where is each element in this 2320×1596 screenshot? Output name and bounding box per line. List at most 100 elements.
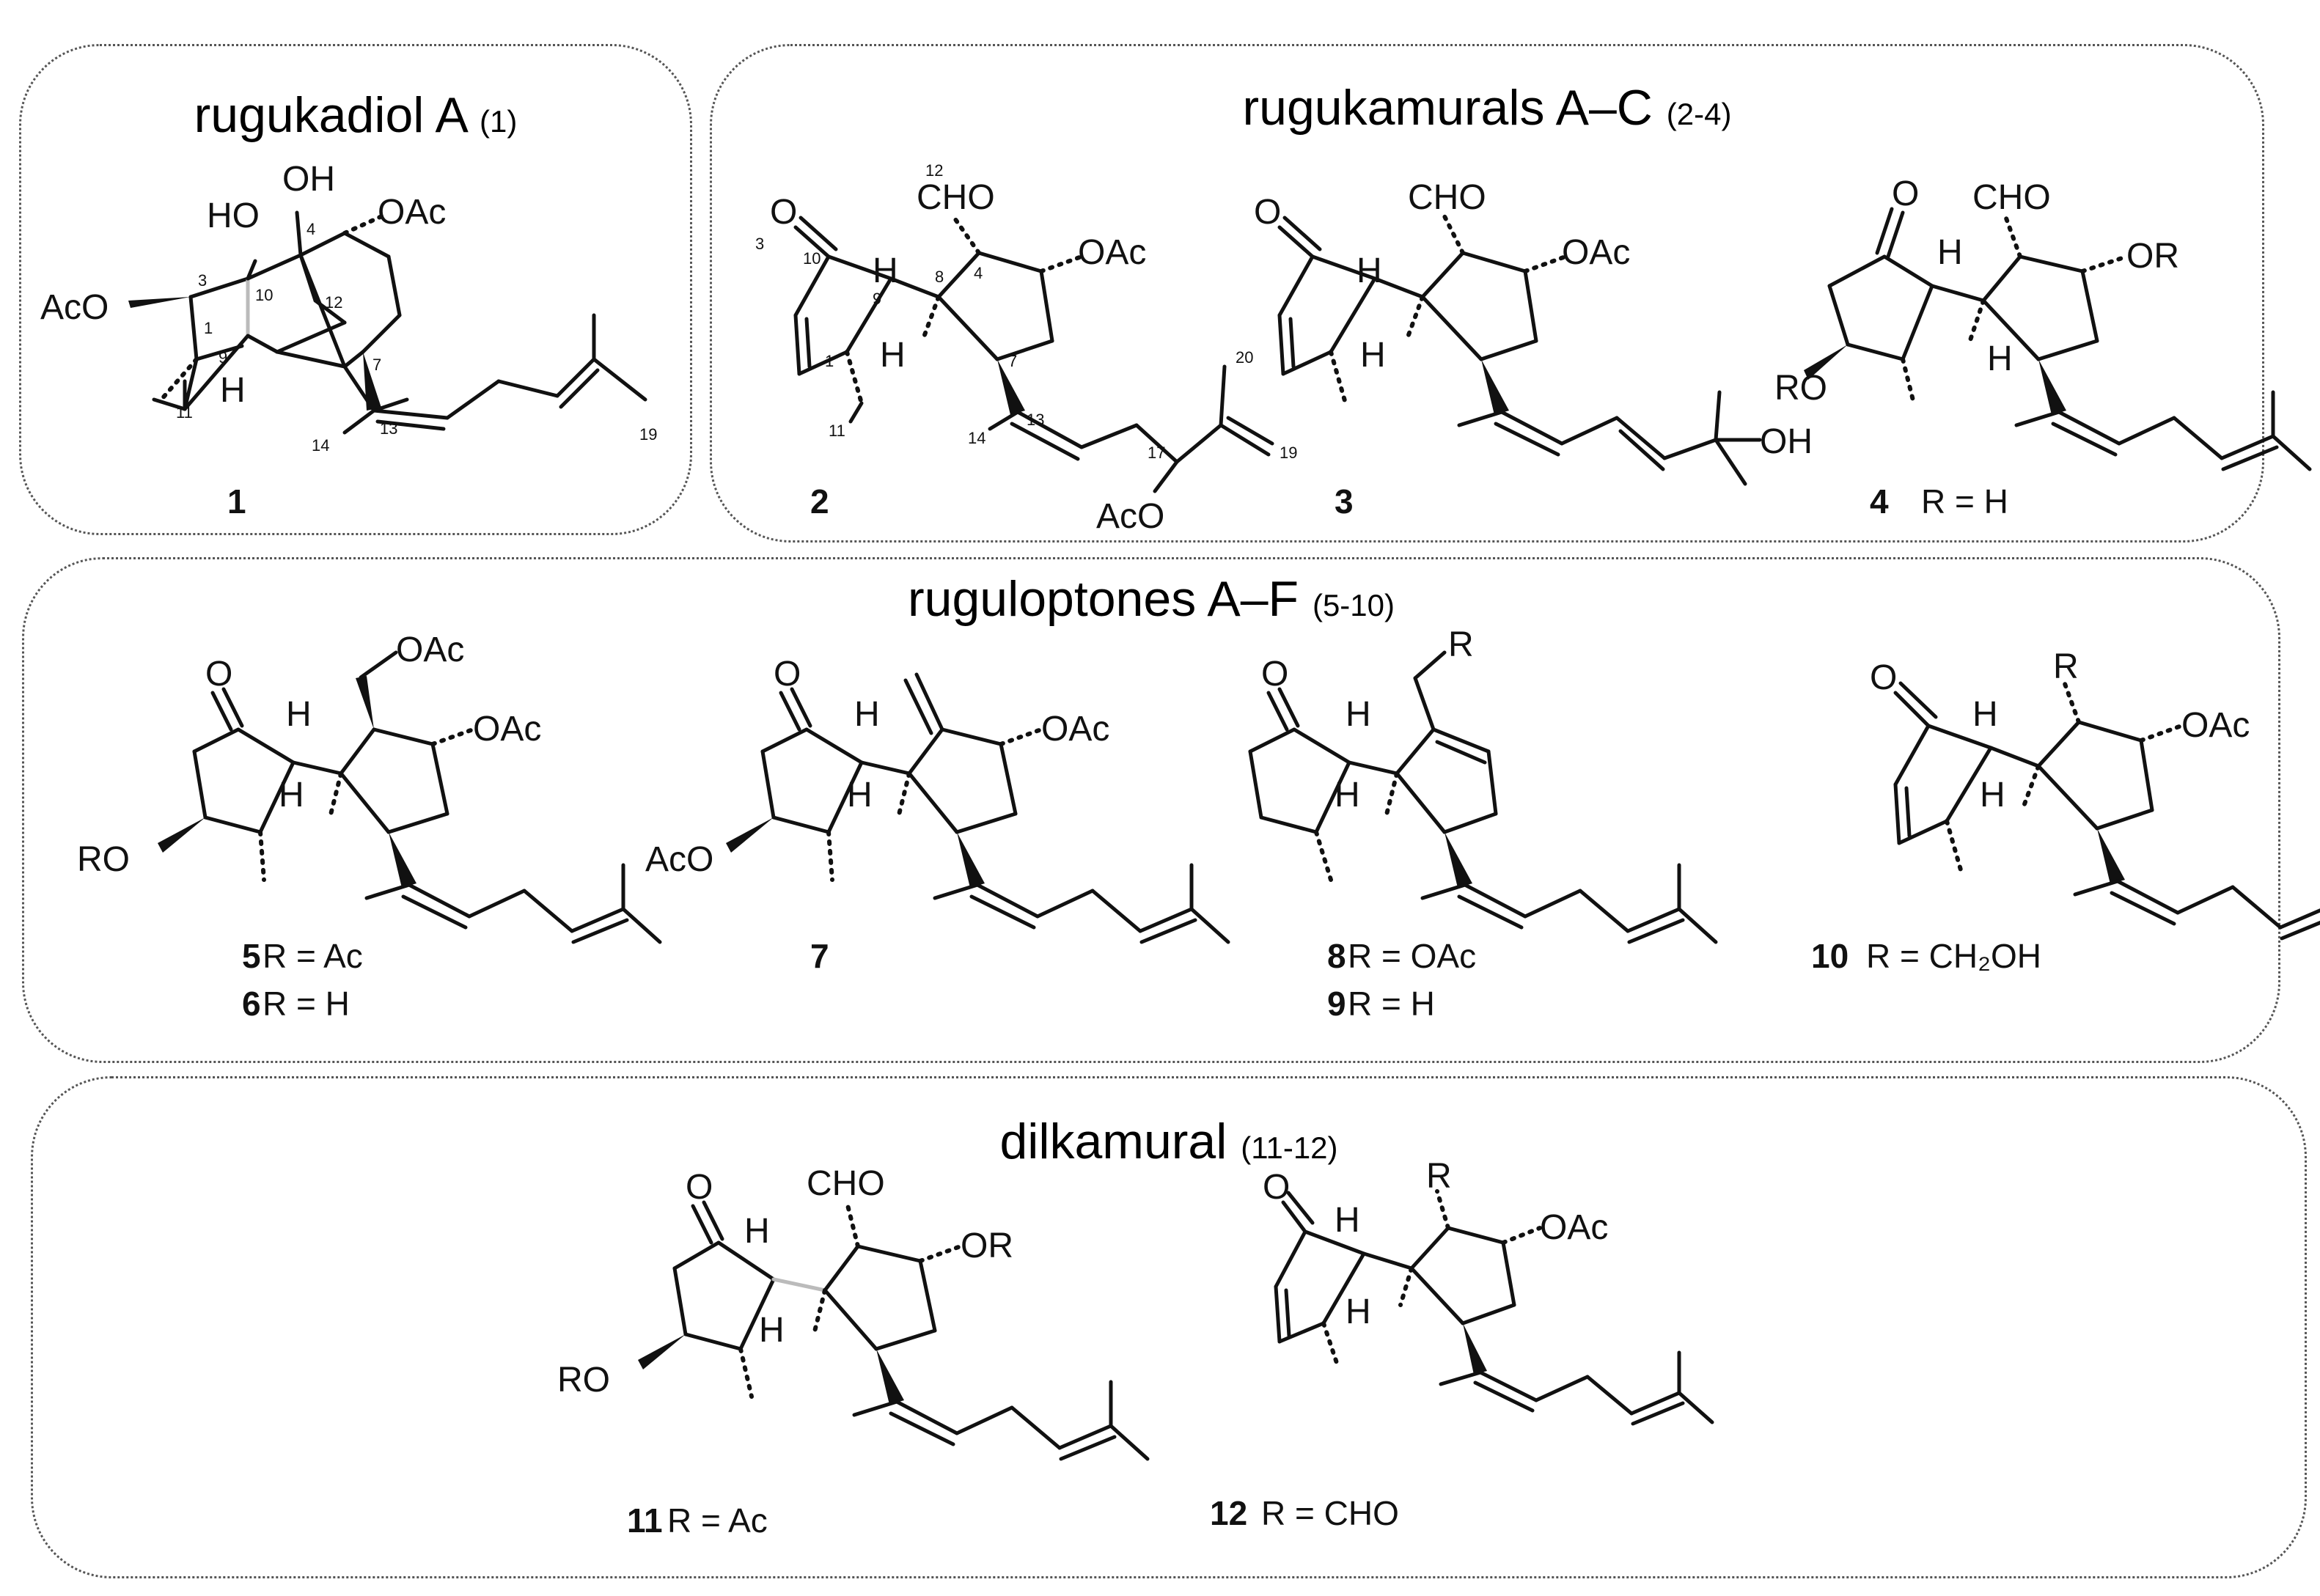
- compound-substituent: R = OAc: [1348, 937, 1476, 975]
- acetoxy-label: OAc: [396, 630, 464, 669]
- oxygen-label: O: [1263, 1168, 1290, 1207]
- atom-number: 9: [219, 348, 227, 367]
- atom-number: 12: [925, 161, 943, 180]
- compound-label-9: 9: [1327, 985, 1346, 1023]
- acetoxy-label: OAc: [473, 710, 541, 749]
- panel-title-rugukadiol: rugukadiol A (1): [194, 87, 518, 143]
- compound-label-10: 10: [1811, 937, 1849, 975]
- acetoxy-label: OAc: [1041, 710, 1109, 749]
- hydrogen-label: H: [1346, 695, 1371, 734]
- structure-12: O R OAc H H 12 R = CHO: [1210, 1157, 1714, 1532]
- atom-number: 11: [176, 403, 193, 422]
- atom-number: 20: [1236, 348, 1253, 367]
- structure-11: O CHO OR RO H H 11 R = Ac: [557, 1164, 1150, 1540]
- compound-label-12: 12: [1210, 1494, 1247, 1532]
- panel-title-dilkamural: dilkamural (11-12): [999, 1114, 1338, 1169]
- compound-label-11: 11: [627, 1501, 663, 1540]
- compound-substituent: R = CH₂OH: [1866, 937, 2041, 975]
- structure-8-9: O R H H 8 R = OAc 9 R = H: [1248, 625, 1718, 1023]
- hydroxyl-label: OH: [1760, 422, 1813, 461]
- oxygen-label: O: [1254, 193, 1281, 232]
- hydrogen-label: H: [1937, 233, 1963, 272]
- ether-label: RO: [1774, 369, 1827, 408]
- atom-number: 14: [968, 429, 985, 447]
- hydrogen-label: H: [1360, 336, 1386, 375]
- atom-number: 10: [255, 286, 273, 304]
- hydrogen-label: H: [1357, 251, 1382, 290]
- ether-label: OR: [2126, 237, 2179, 276]
- atom-number: 10: [803, 249, 821, 268]
- acetoxy-label: OAc: [1562, 233, 1630, 272]
- acetoxy-label: AcO: [40, 288, 109, 327]
- atom-number: 12: [325, 293, 342, 312]
- panel-title-rugukamurals: rugukamurals A–C (2-4): [1242, 80, 1732, 136]
- panel-dilkamural: dilkamural (11-12): [31, 1076, 2307, 1578]
- oxygen-label: O: [1261, 655, 1288, 694]
- acetoxy-label: AcO: [1096, 497, 1164, 536]
- atom-number: 17: [1148, 444, 1165, 462]
- structure-2: O CHO OAc H H AcO 12 10 3 9 8 4 1 7 11 1…: [755, 161, 1297, 536]
- atom-number: 9: [873, 290, 881, 308]
- acetoxy-label: OAc: [1540, 1208, 1608, 1247]
- hydrogen-label: H: [1987, 339, 2013, 378]
- oxygen-label: O: [205, 655, 232, 694]
- acetoxy-label: OAc: [378, 193, 446, 232]
- atom-number: 3: [198, 271, 207, 290]
- hydrogen-label: H: [847, 776, 873, 814]
- hydrogen-label: H: [220, 371, 246, 410]
- structure-7: O OAc AcO H H 7: [645, 655, 1230, 975]
- panel-title-ruguloptones: ruguloptones A–F (5-10): [908, 571, 1395, 627]
- hydrogen-label: H: [1335, 1201, 1360, 1240]
- compound-label-4: 4: [1870, 482, 1889, 521]
- structure-4: O CHO OR RO H H 4 R = H: [1774, 174, 2312, 521]
- compound-substituent: R = H: [263, 985, 350, 1023]
- ether-label: OR: [961, 1227, 1013, 1265]
- oxygen-label: O: [686, 1168, 713, 1207]
- compound-label-5: 5: [242, 937, 261, 975]
- panel-rugukamurals: rugukamurals A–C (2-4): [710, 44, 2264, 543]
- ether-label: RO: [77, 840, 130, 879]
- oxygen-label: O: [774, 655, 801, 694]
- atom-number: 3: [755, 235, 764, 253]
- atom-number: 13: [380, 419, 397, 438]
- atom-number: 19: [639, 425, 657, 444]
- compound-label-3: 3: [1335, 482, 1354, 521]
- compound-label-7: 7: [810, 937, 829, 975]
- atom-number: 19: [1280, 444, 1297, 462]
- hydrogen-label: H: [286, 695, 312, 734]
- compound-substituent: R = CHO: [1261, 1494, 1399, 1532]
- oxygen-label: O: [1870, 658, 1897, 697]
- atom-number: 7: [372, 356, 381, 374]
- hydrogen-label: H: [1980, 776, 2005, 814]
- compound-substituent: R = H: [1921, 482, 2008, 521]
- hydrogen-label: H: [1346, 1292, 1371, 1331]
- hydrogen-label: H: [1335, 776, 1360, 814]
- compound-substituent: R = Ac: [263, 937, 363, 975]
- atom-number: 1: [825, 352, 834, 370]
- compound-label-2: 2: [810, 482, 829, 521]
- hydrogen-label: H: [744, 1212, 770, 1251]
- hydroxyl-label: OH: [282, 160, 335, 199]
- atom-number: 13: [1027, 411, 1044, 429]
- aldehyde-label: CHO: [917, 178, 995, 217]
- oxygen-label: O: [770, 193, 797, 232]
- atom-number: 14: [312, 436, 329, 455]
- hydrogen-label: H: [759, 1311, 785, 1350]
- substituent-label: R: [1426, 1157, 1452, 1196]
- structure-3: O CHO OAc H H OH 3: [1254, 178, 1813, 521]
- hydroxyl-label: HO: [207, 196, 260, 235]
- acetoxy-label: AcO: [645, 840, 713, 879]
- atom-number: 1: [204, 319, 213, 337]
- aldehyde-label: CHO: [1408, 178, 1486, 217]
- atom-number: 8: [935, 268, 944, 286]
- hydrogen-label: H: [880, 336, 906, 375]
- atom-number: 11: [829, 422, 845, 440]
- compound-label-1: 1: [227, 482, 246, 521]
- oxygen-label: O: [1892, 174, 1919, 213]
- substituent-label: R: [1448, 625, 1474, 664]
- hydrogen-label: H: [873, 251, 898, 290]
- structure-10: O R OAc H H 10 R = CH₂OH: [1811, 647, 2320, 975]
- structure-1: HO OH OAc AcO H 3 10 4 12 1 9 7 11 14 13…: [40, 160, 657, 521]
- compound-label-6: 6: [242, 985, 261, 1023]
